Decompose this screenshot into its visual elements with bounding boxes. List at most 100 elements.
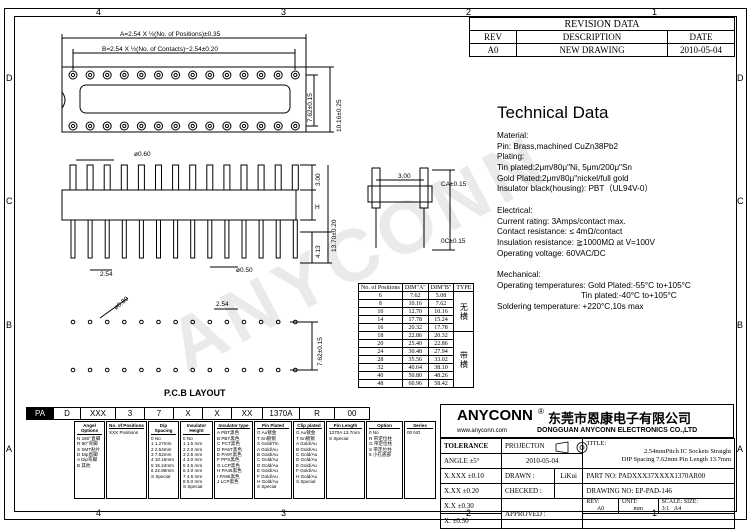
grid-top-2: 2 [466, 7, 472, 17]
option-line: D Dip直脚 [77, 452, 98, 458]
positions-cell: 20.32 [401, 323, 429, 332]
pcb-hole [104, 367, 110, 373]
option-line: 4 3.0 mm [183, 457, 203, 463]
option-title: Option [369, 423, 400, 430]
pin-tail [275, 219, 281, 259]
pin-head [155, 164, 162, 191]
pcb-hole [207, 319, 213, 325]
technical-line: Mechanical: [497, 269, 541, 279]
pcb-hole [190, 367, 195, 373]
top-hole [256, 121, 266, 131]
positions-cell: 40 [358, 371, 403, 380]
dim-pitch-2-54: 2.54 [100, 271, 113, 278]
technical-line: Soldering temperature: +220°C,10s max [497, 302, 644, 311]
company-chinese: 东莞市恩康电子有限公司 [548, 411, 692, 426]
option-title: Series [407, 423, 433, 430]
option-line: S Special [296, 479, 316, 485]
top-hole [136, 70, 146, 80]
grid-right-c: C [737, 196, 744, 206]
checked-value [553, 483, 584, 499]
positions-cell: 38.10 [427, 363, 455, 372]
option-line: S Special [257, 484, 277, 490]
positions-cell: 48 [358, 379, 403, 388]
option-line: D PA6T黑色 [217, 446, 242, 452]
option-line: G 带定位柱 [369, 441, 393, 447]
top-hole-inner [259, 123, 264, 129]
top-hole [136, 121, 146, 131]
option-line: S Gold/Tin [257, 441, 279, 447]
top-hole-inner [293, 123, 298, 129]
dim-b-formula: B=2.54 X ½(No. of Contacts)−2.54±0.20 [102, 45, 218, 53]
pin-head [206, 164, 214, 191]
drawn-value: LiKui [553, 468, 584, 484]
code-field: 3 [115, 407, 145, 420]
dim-h: H [315, 204, 320, 211]
top-hole [273, 121, 283, 131]
option-line: 3 2.5 mm [183, 452, 203, 458]
option-line: F Gold/Au [296, 468, 317, 474]
positions-cell: 25.40 [401, 339, 429, 348]
top-hole-inner [139, 123, 144, 129]
top-hole-inner [156, 123, 161, 129]
option-line: 0 No [183, 435, 193, 441]
pin-tail [138, 219, 144, 259]
positions-cell: 48.26 [427, 371, 455, 380]
technical-line: Pin: Brass,machined CuZn38Pb2 [497, 141, 619, 151]
type-no-flange: 无 横 [453, 291, 475, 332]
top-hole-inner [173, 123, 178, 129]
code-field: R [299, 407, 335, 420]
title-label: TITLE: [586, 440, 607, 447]
top-hole-inner [139, 72, 144, 78]
date-cell: 2010-05-04 [500, 453, 584, 469]
pin-tail [258, 219, 264, 259]
grid-bottom-3: 3 [281, 508, 287, 518]
dim-end-3-00: 3.00 [398, 173, 411, 180]
dim-10-16: 10.16±0.25 [336, 99, 343, 132]
pin-head [291, 164, 299, 191]
pin-head [172, 164, 180, 191]
dim-pin-dia-060: ø0.60 [134, 151, 151, 158]
top-hole [222, 121, 232, 131]
grid-right-b: B [737, 320, 744, 330]
option-line: 6 22.86mm [151, 468, 174, 474]
pin-tail [70, 219, 76, 259]
code-field: X [202, 407, 232, 420]
code-field: XXX [80, 407, 116, 420]
positions-cell: 17.78 [401, 315, 429, 324]
grid-right-a: A [737, 444, 744, 454]
technical-line: Plating: [497, 152, 525, 162]
top-hole-inner [122, 72, 127, 78]
positions-cell: 18 [358, 331, 403, 340]
top-hole [273, 70, 283, 80]
option-line: S Special [183, 484, 203, 490]
option-title: No. of Positions [109, 423, 144, 430]
option-line: J LCP黑色 [217, 479, 239, 485]
technical-line: Tin plated:2μm/80μ"Ni, 5μm/200μ"Sn [497, 163, 632, 173]
pcb-hole [139, 319, 144, 325]
option-line: 3 7.62mm [151, 452, 172, 458]
top-hole-inner [105, 72, 110, 78]
option-line: 4 10.16mm [151, 457, 174, 463]
pin-tail [121, 219, 127, 259]
top-hole [68, 121, 78, 131]
option-line: 1370A 13.7mm [329, 430, 360, 436]
top-hole-inner [241, 72, 247, 78]
option-title: Insulator Height [183, 423, 210, 435]
positions-cell: 16 [358, 323, 403, 332]
option-line: A PBT黑色 [217, 430, 240, 436]
pin-tail [173, 219, 179, 259]
option-title: Clip plated [296, 423, 322, 430]
pcb-layout-title: P.C.B LAYOUT [164, 388, 226, 398]
positions-cell: 27.94 [427, 347, 455, 356]
option-line: H Gold/Au [257, 479, 279, 485]
option-line: A Gold/Au [257, 446, 278, 452]
blank-cell [582, 513, 735, 529]
top-hole [102, 70, 112, 80]
